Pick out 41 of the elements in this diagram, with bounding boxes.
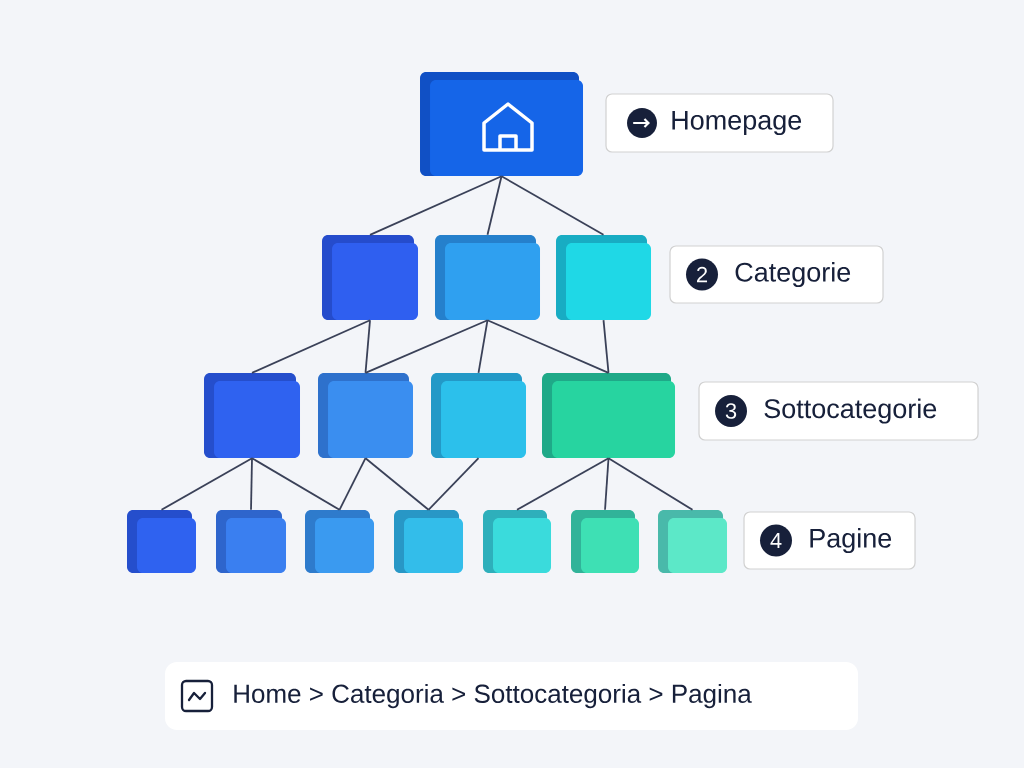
connector-line xyxy=(500,175,605,236)
number-badge: 4 xyxy=(760,524,792,557)
cube-box xyxy=(431,373,526,458)
connector-line xyxy=(251,319,371,374)
cube-box xyxy=(556,235,651,320)
connector-line xyxy=(602,319,610,374)
label-pill: 4 Pagine xyxy=(743,511,916,570)
cube-box xyxy=(435,235,540,320)
connector-line xyxy=(364,319,371,374)
connector-line xyxy=(604,457,610,511)
breadcrumb-bar: Home > Categoria > Sottocategoria > Pagina xyxy=(165,662,858,730)
connector-line xyxy=(160,457,253,511)
cube-box xyxy=(318,373,413,458)
cube-box xyxy=(127,510,196,573)
cube-box xyxy=(571,510,639,573)
connector-line xyxy=(516,457,610,511)
cube-box xyxy=(420,72,583,176)
number-badge: 3 xyxy=(715,395,747,427)
label-pill: 2 Categorie xyxy=(669,245,884,304)
connector-line xyxy=(486,175,503,236)
connector-line xyxy=(364,457,430,511)
connector-line xyxy=(607,457,694,511)
cube-box xyxy=(204,373,300,458)
connector-line xyxy=(369,175,503,236)
connector-line xyxy=(338,457,367,511)
connector-line xyxy=(427,457,480,511)
connector-line xyxy=(251,457,341,511)
cube-box xyxy=(658,510,727,573)
cube-box xyxy=(216,510,286,573)
label-pill: Homepage xyxy=(605,93,834,153)
connector-line xyxy=(250,457,253,511)
cube-box xyxy=(542,373,675,458)
cube-box xyxy=(394,510,463,573)
number-badge: 2 xyxy=(686,258,718,291)
connector-line xyxy=(364,319,489,374)
label-pill: 3 Sottocategorie xyxy=(698,381,979,441)
cube-box xyxy=(483,510,551,573)
cube-box xyxy=(305,510,374,573)
connector-line xyxy=(477,319,489,374)
cube-box xyxy=(322,235,418,320)
connector-line xyxy=(486,319,610,374)
